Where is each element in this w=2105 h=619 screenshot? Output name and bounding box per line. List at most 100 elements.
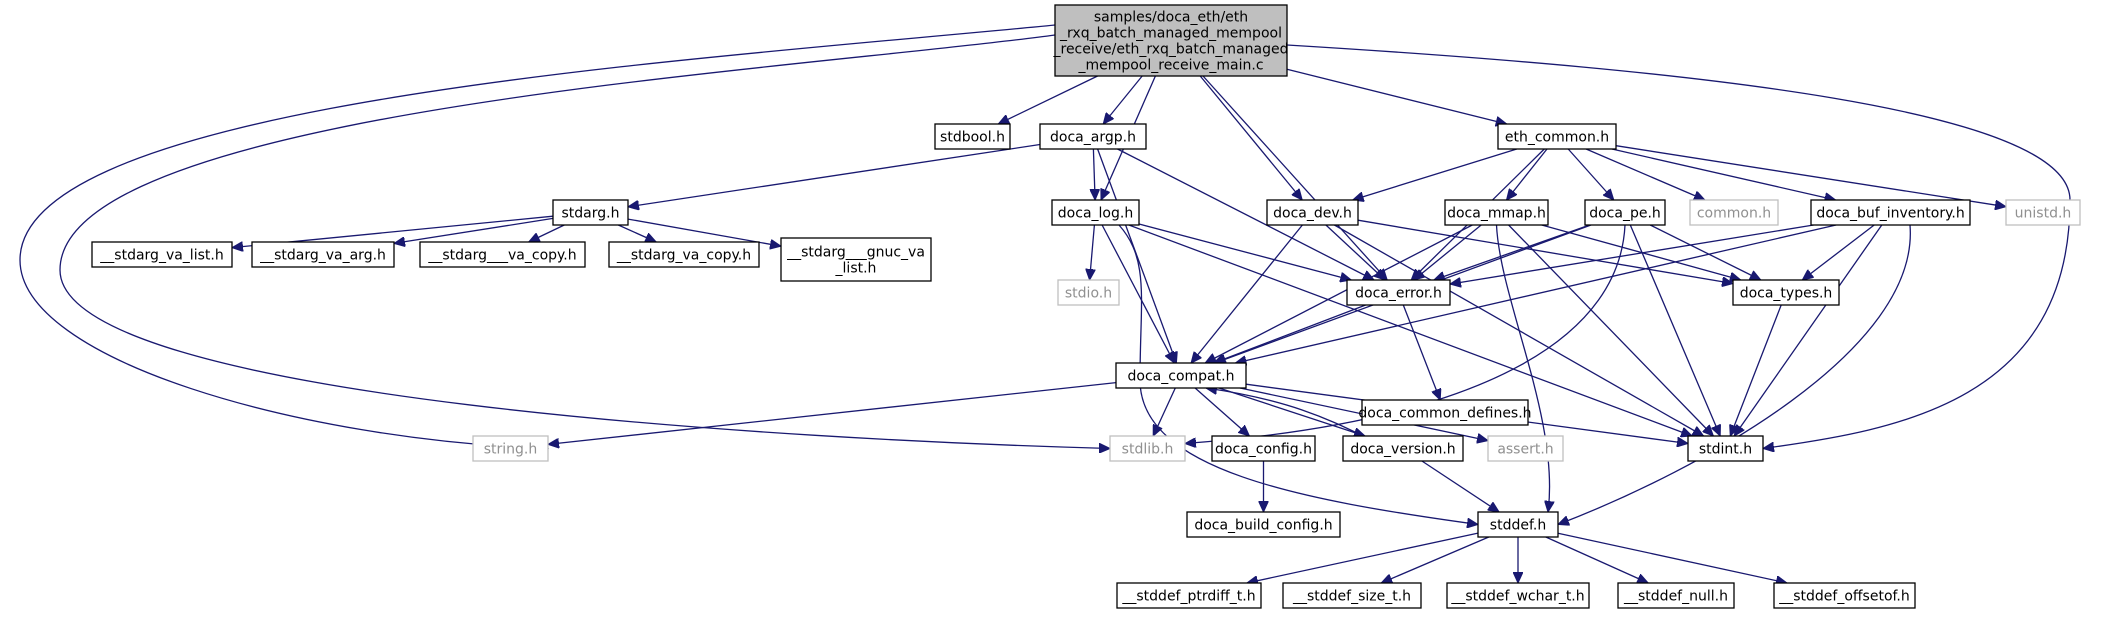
node-box: [1109, 435, 1186, 462]
edge-stdarg-to-va_copy: [618, 224, 656, 243]
node-box: [1810, 199, 1971, 226]
edge-doca_argp-to-stdarg: [628, 143, 1041, 207]
node-eth_common[interactable]: eth_common.h: [1497, 123, 1617, 150]
node-doca_config[interactable]: doca_config.h: [1211, 435, 1316, 462]
node-stdlib[interactable]: stdlib.h: [1109, 435, 1186, 462]
edge-doca_compat-to-string: [548, 381, 1117, 445]
edge-doca_log-to-doca_error: [1138, 223, 1351, 280]
node-label: stdio.h: [1065, 286, 1112, 302]
edge-doca_buf_inv-to-stdint: [1734, 224, 1883, 436]
node-doca_error[interactable]: doca_error.h: [1346, 279, 1451, 306]
edge-doca_buf_inv-to-doca_compat: [1235, 224, 1837, 363]
node-box: [1115, 362, 1247, 389]
node-stdio[interactable]: stdio.h: [1057, 279, 1120, 306]
edge-doca_dev-to-doca_compat: [1191, 224, 1303, 363]
node-doca_argp[interactable]: doca_argp.h: [1039, 123, 1147, 150]
edge-stddef-to-offsetof: [1557, 532, 1787, 583]
node-va_copy[interactable]: __stdarg_va_copy.h: [608, 241, 760, 268]
node-common[interactable]: common.h: [1689, 199, 1779, 226]
node-box: [1584, 199, 1666, 226]
edge-root-to-stdint: [1286, 44, 2071, 449]
node-box: [1054, 4, 1288, 77]
edge-root-to-stdlib: [59, 34, 1110, 449]
node-__va_copy[interactable]: __stdarg___va_copy.h: [419, 241, 586, 268]
node-box: [1186, 511, 1341, 538]
node-label: _receive/eth_rxq_batch_managed: [1053, 42, 1289, 58]
node-label: doca_build_config.h: [1194, 518, 1332, 534]
node-assert[interactable]: assert.h: [1487, 435, 1564, 462]
edge-eth_common-to-doca_dev: [1353, 148, 1517, 200]
node-doca_buf_inv[interactable]: doca_buf_inventory.h: [1810, 199, 1971, 226]
node-label: __stdarg_va_list.h: [99, 248, 223, 264]
edge-stdarg-to-va_arg: [394, 217, 554, 243]
node-box: [419, 241, 586, 268]
node-string[interactable]: string.h: [472, 435, 549, 462]
node-label: stdbool.h: [940, 130, 1005, 146]
node-ptrdiff[interactable]: __stddef_ptrdiff_t.h: [1116, 582, 1262, 609]
node-doca_dev[interactable]: doca_dev.h: [1266, 199, 1359, 226]
node-doca_common_defines[interactable]: doca_common_defines.h: [1358, 399, 1532, 426]
node-box: [2005, 199, 2081, 226]
node-box: [1282, 582, 1422, 609]
edge-root-to-doca_error: [1202, 75, 1387, 280]
node-label: __stdarg___gnuc_va: [786, 245, 925, 261]
node-label: __stdarg_va_copy.h: [616, 248, 751, 264]
node-label: doca_argp.h: [1050, 130, 1136, 146]
edge-doca_error-to-doca_compat: [1214, 304, 1366, 363]
node-label: __stdarg___va_copy.h: [427, 248, 576, 264]
node-doca_version[interactable]: doca_version.h: [1342, 435, 1464, 462]
node-offsetof[interactable]: __stddef_offsetof.h: [1773, 582, 1916, 609]
node-doca_log[interactable]: doca_log.h: [1051, 199, 1140, 226]
root-file-node[interactable]: samples/doca_eth/eth_rxq_batch_managed_m…: [1053, 4, 1289, 77]
node-box: [1446, 582, 1590, 609]
edge-doca_pe-to-stdint: [1629, 224, 1720, 436]
node-gnuc_va[interactable]: __stdarg___gnuc_va_list.h: [780, 237, 932, 282]
node-size_t[interactable]: __stddef_size_t.h: [1282, 582, 1422, 609]
edge-root-to-string: [19, 24, 1056, 449]
node-label: unistd.h: [2015, 206, 2072, 222]
node-label: _list.h: [835, 261, 877, 277]
node-box: [1477, 511, 1559, 538]
node-label: doca_pe.h: [1589, 206, 1661, 222]
node-box: [91, 241, 233, 268]
node-label: __stdarg_va_arg.h: [259, 248, 386, 264]
node-doca_build_config[interactable]: doca_build_config.h: [1186, 511, 1341, 538]
node-stdarg[interactable]: stdarg.h: [552, 199, 629, 226]
node-null[interactable]: __stddef_null.h: [1617, 582, 1735, 609]
node-label: doca_error.h: [1355, 286, 1442, 302]
node-box: [1487, 435, 1564, 462]
node-label: assert.h: [1497, 442, 1553, 458]
node-wchar[interactable]: __stddef_wchar_t.h: [1446, 582, 1590, 609]
node-va_list[interactable]: __stdarg_va_list.h: [91, 241, 233, 268]
node-stdbool[interactable]: stdbool.h: [934, 123, 1011, 150]
edge-stdarg-to-__va_copy: [529, 224, 565, 243]
node-doca_pe[interactable]: doca_pe.h: [1584, 199, 1666, 226]
node-stdint[interactable]: stdint.h: [1687, 435, 1764, 462]
node-unistd[interactable]: unistd.h: [2005, 199, 2081, 226]
node-label: doca_buf_inventory.h: [1816, 206, 1964, 222]
node-doca_types[interactable]: doca_types.h: [1732, 279, 1840, 306]
node-box: [1057, 279, 1120, 306]
node-label: __stddef_null.h: [1623, 589, 1728, 605]
node-box: [1342, 435, 1464, 462]
node-stddef[interactable]: stddef.h: [1477, 511, 1559, 538]
edge-eth_common-to-doca_buf_inv: [1611, 148, 1836, 200]
edge-doca_mmap-to-stdint: [1508, 224, 1714, 436]
edge-doca_error-to-doca_common_defines: [1402, 304, 1440, 400]
node-va_arg[interactable]: __stdarg_va_arg.h: [251, 241, 395, 268]
node-box: [1266, 199, 1359, 226]
node-doca_compat[interactable]: doca_compat.h: [1115, 362, 1247, 389]
node-label: string.h: [484, 442, 538, 458]
edge-doca_log-to-stdio: [1090, 224, 1095, 280]
edge-doca_mmap-to-stddef: [1495, 224, 1550, 512]
edge-doca_dev-to-doca_types: [1357, 219, 1733, 283]
node-label: doca_common_defines.h: [1358, 406, 1531, 422]
node-label: doca_version.h: [1350, 442, 1455, 458]
node-doca_mmap[interactable]: doca_mmap.h: [1444, 199, 1549, 226]
node-box: [1444, 199, 1549, 226]
node-label: stdint.h: [1699, 442, 1752, 458]
node-label: doca_compat.h: [1128, 369, 1235, 385]
edge-eth_common-to-doca_mmap: [1507, 148, 1548, 200]
edge-eth_common-to-doca_pe: [1567, 148, 1614, 200]
node-label: __stddef_size_t.h: [1292, 589, 1411, 605]
